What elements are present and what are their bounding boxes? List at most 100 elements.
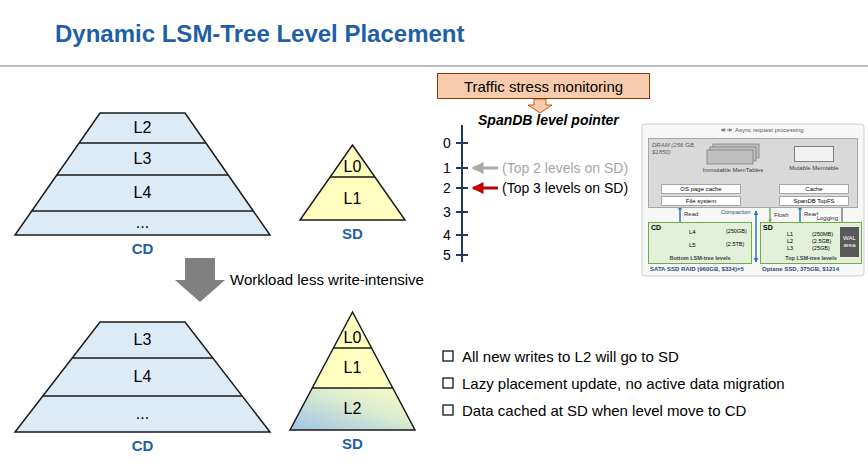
annotation: L1 [787, 232, 793, 238]
pointer-arrow-old [473, 167, 498, 170]
node-label: L4 [134, 185, 152, 201]
node-caption: SD [280, 226, 425, 241]
node-label: L3 [134, 332, 152, 348]
node-label: L1 [344, 360, 362, 376]
annotation: Optane SSD, 375GB, $1214 [762, 266, 839, 272]
annotation: (Top 3 levels on SD) [502, 181, 628, 195]
flow-arrow [799, 206, 801, 222]
node-caption: CD [651, 224, 661, 231]
monitor-arrow [528, 99, 552, 113]
pyramid-fill [15, 322, 270, 432]
node-label: SpanDB TopFS [793, 198, 834, 204]
pyramid-border [15, 322, 270, 432]
bullet-text: All new writes to L2 will go to SD [462, 349, 679, 364]
node-label: ... [136, 406, 149, 422]
annotation: L2 [787, 239, 793, 245]
level-divider [72, 357, 213, 358]
pointer-scale [461, 125, 463, 262]
level-band: L0 [300, 145, 405, 177]
pointer-arrow-new [473, 187, 498, 190]
annotation: L3 [787, 246, 793, 252]
flow-arrow [679, 206, 681, 222]
annotation: L4 [689, 229, 696, 235]
level-band: L2 [290, 388, 415, 430]
annotation: Workload less write-intensive [230, 272, 424, 287]
annotation: (2.5TB) [726, 242, 744, 248]
node-label: L1 [344, 191, 362, 207]
scale-ticks [456, 143, 468, 255]
level-band: L0 [290, 312, 415, 348]
component-box: Traffic stress monitoring [437, 73, 650, 99]
level-pyramid: CDL3L4... [15, 322, 270, 432]
node-caption: Bottom LSM-tree levels [649, 256, 751, 262]
annotation: (2.5GB) [812, 239, 831, 245]
component-box: WAL area [840, 227, 859, 257]
scale-number: 1 [443, 161, 451, 175]
level-pyramid: CDL2L3L4... [15, 113, 270, 235]
scale-number: 5 [443, 248, 451, 262]
node-caption: DRAM (256 GB, $1850) [652, 142, 698, 156]
async-icon [721, 130, 732, 131]
annotation: Compaction [721, 210, 750, 216]
level-pyramid: SDL0L1 [300, 145, 405, 220]
annotation: (250GB) [726, 229, 747, 235]
component-box: DRAM (256 GB, $1850) Immutable MemTables M… [648, 138, 858, 208]
node-label: OS page cache [680, 186, 721, 192]
level-band: L1 [290, 348, 415, 388]
scale-number: 0 [443, 136, 451, 150]
bullet-text: Lazy placement update, no active data mi… [462, 376, 785, 391]
scale-number: 3 [443, 205, 451, 219]
stack-outline [707, 144, 759, 164]
node-label: WAL area [840, 235, 859, 249]
node-caption: SD [270, 436, 435, 451]
pyramid-border [300, 145, 405, 220]
scale-number: 2 [443, 181, 451, 195]
pyramid-fill [15, 113, 270, 235]
node-caption: Mutable Memtable [783, 165, 845, 171]
bullet-box [443, 351, 453, 415]
edge-label: Flush [773, 212, 790, 218]
node-caption: Immutable MemTables [695, 167, 771, 173]
component-box: Cache [779, 184, 849, 194]
level-divider [57, 174, 228, 175]
annotation: SATA SSD RAID (960GB, $334)×5 [650, 266, 744, 272]
node-label: ... [136, 215, 149, 231]
level-divider [312, 387, 393, 388]
level-band: L3 [15, 143, 270, 175]
annotation: Async request processing [735, 127, 804, 133]
compaction-arrow [755, 211, 757, 262]
node-label: L4 [134, 369, 152, 385]
node-label: Traffic stress monitoring [464, 79, 623, 94]
component-box: File system [661, 196, 741, 206]
node-caption: CD [0, 438, 290, 453]
node-label: L0 [344, 159, 362, 175]
edge-label: Logging [816, 215, 839, 221]
level-band: L2 [15, 113, 270, 143]
node-label: Cache [805, 186, 822, 192]
node-label: L2 [134, 120, 152, 136]
pyramid-fill [290, 312, 415, 430]
level-band: L4 [15, 175, 270, 211]
level-divider [43, 395, 242, 396]
inset-frame [642, 124, 864, 276]
node-caption: SD [763, 224, 773, 231]
annotation: L5 [689, 242, 696, 248]
title-rule [0, 65, 868, 67]
memtable-sheet [707, 150, 753, 164]
component-box: OS page cache [661, 184, 741, 194]
node-label: L3 [134, 151, 152, 167]
pyramid-border [15, 113, 270, 235]
level-divider [32, 210, 254, 211]
level-band: L3 [15, 322, 270, 358]
scale-number: 4 [443, 228, 451, 242]
component-box: Mutable Memtable [794, 146, 834, 162]
annotation: (250MB) [812, 232, 833, 238]
transition-arrow [175, 258, 225, 302]
edge-label: Read [683, 211, 699, 217]
pyramid-border [290, 312, 415, 430]
level-divider [333, 347, 371, 348]
node-label: L2 [344, 401, 362, 417]
node-label: File system [686, 198, 716, 204]
tri-outline [300, 145, 405, 220]
annotation: (Top 2 levels on SD) [502, 161, 628, 175]
